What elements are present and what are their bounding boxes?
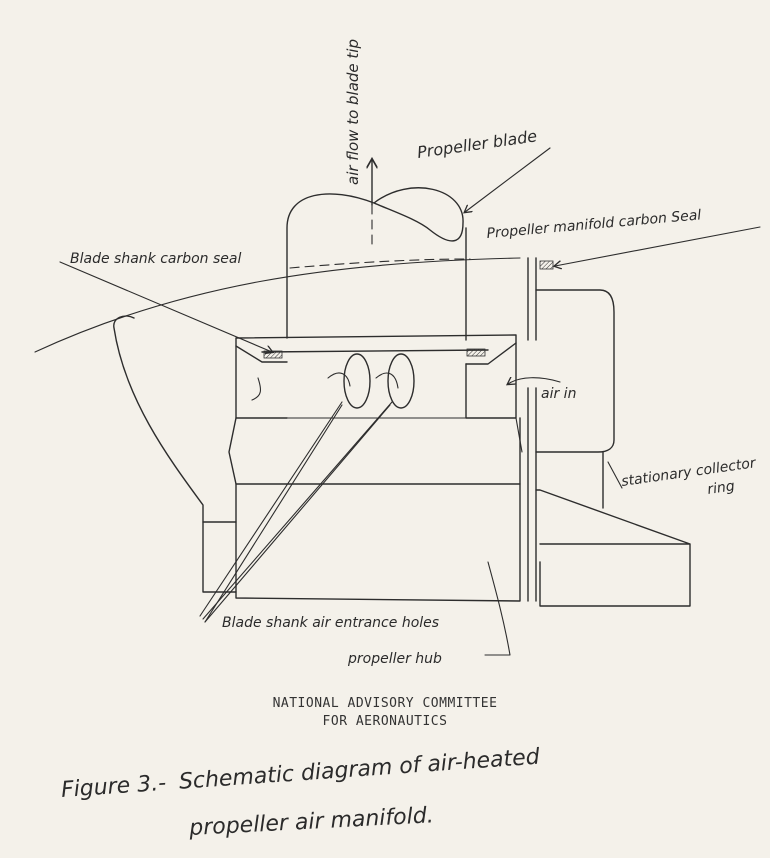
figure-number: Figure 3.-: [60, 770, 167, 803]
hub-upper: [228, 417, 521, 485]
collector-label-2: ring: [706, 478, 735, 498]
flow-arrow-2: [375, 372, 399, 389]
hub-label: propeller hub: [347, 651, 442, 667]
sweep-arc-dashed: [289, 258, 471, 269]
hub-leader: [484, 561, 511, 656]
sweep-arc: [34, 257, 521, 353]
holes-leader-1: [199, 401, 343, 617]
caption-line-2: propeller air manifold.: [188, 803, 435, 841]
flow-arrow-left: [251, 377, 262, 401]
manifold-housing: [535, 289, 615, 453]
shank-seal-line: [261, 349, 489, 353]
credit-line-1: NATIONAL ADVISORY COMMITTEE: [272, 696, 498, 711]
manifold-seal: [539, 260, 554, 270]
collector-ring: [535, 451, 691, 607]
air-in-label: air in: [541, 386, 576, 402]
air-in-arrow: [508, 378, 561, 384]
air-flow-label: air flow to blade tip: [344, 39, 362, 185]
manifold-seal-leader: [555, 226, 761, 266]
caption-line-1: Schematic diagram of air-heated: [178, 744, 541, 795]
shank-seal-label: Blade shank carbon seal: [70, 251, 241, 267]
shank-seal-leader: [59, 261, 272, 352]
collector-leader: [607, 461, 623, 489]
collector-label-1: stationary collector: [620, 455, 758, 490]
propeller-blade: [286, 187, 467, 341]
holes-leader-4: [204, 404, 343, 623]
shank-seal-right: [466, 348, 486, 357]
blade-leader: [465, 147, 551, 212]
flow-arrow-1: [327, 372, 351, 387]
entrance-hole-2: [387, 353, 415, 409]
manifold-diagram: air flow to blade tip Propeller blade Pr…: [34, 39, 761, 667]
shank-seal-left: [263, 350, 283, 359]
propeller-blade-label: Propeller blade: [416, 126, 538, 162]
entrance-holes-label: Blade shank air entrance holes: [222, 615, 439, 631]
credit-line-2: FOR AERONAUTICS: [322, 714, 448, 729]
hub-lower: [235, 483, 521, 602]
entrance-hole-1: [343, 353, 371, 409]
holes-leader-2: [202, 401, 393, 620]
holes-leader-3: [204, 404, 391, 623]
hub-left-wall: [113, 315, 204, 523]
hub-bevel-right: [515, 417, 523, 453]
manifold-inner-wall: [527, 257, 537, 602]
manifold-seal-label: Propeller manifold carbon Seal: [486, 207, 702, 242]
hub-left-flange: [202, 521, 237, 593]
